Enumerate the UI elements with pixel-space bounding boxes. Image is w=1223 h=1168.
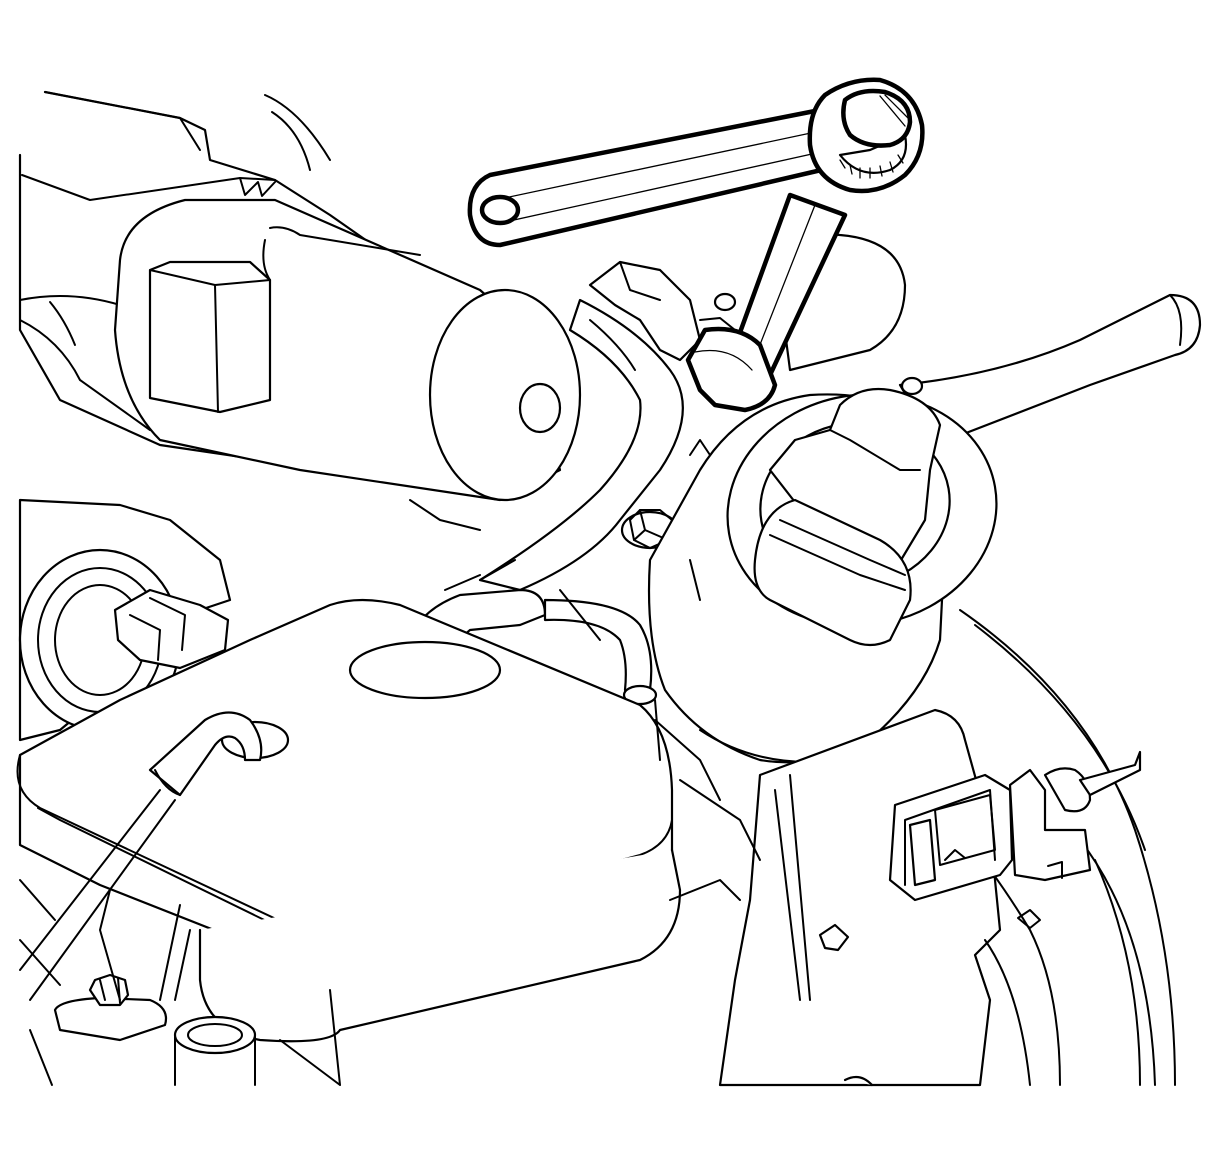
selector-knob — [841, 88, 913, 148]
filler-opening — [348, 640, 502, 700]
terminal-block — [148, 260, 272, 414]
ratchet-wrench — [467, 77, 925, 413]
electrical-connector — [753, 498, 912, 647]
mounting-bracket — [718, 708, 1061, 1087]
lower-left-fasteners — [53, 889, 341, 1086]
bolt — [88, 973, 130, 1007]
detail-lines — [409, 499, 761, 901]
handle-hole — [479, 194, 521, 226]
wrench-socket — [685, 326, 778, 413]
bracket-hole — [818, 923, 850, 952]
wiring-connector — [888, 750, 1142, 929]
starter-motor — [49, 198, 582, 502]
reservoir-tank — [16, 598, 682, 1043]
cylinder-component — [647, 376, 998, 764]
motor-end-cap — [428, 288, 582, 502]
